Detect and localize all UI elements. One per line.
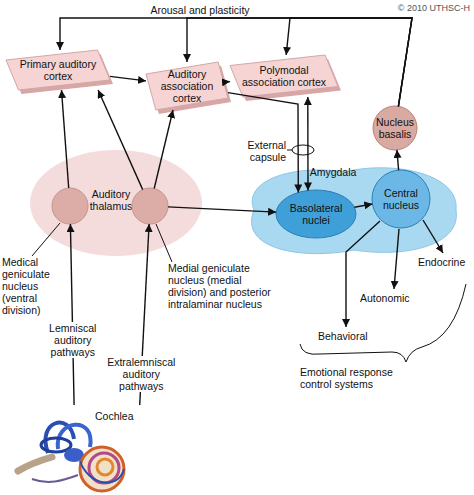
pathway-label: Lemniscal auditory pathways	[42, 322, 104, 358]
slab-face	[146, 62, 228, 110]
connector-arrow	[354, 204, 372, 207]
copyright-note: © 2010 UTHSC-H	[378, 3, 470, 14]
connector-arrow	[286, 18, 412, 106]
output-arrow	[423, 220, 443, 253]
node-text: Central nucleus	[374, 187, 428, 211]
text-holder: Primary auditory cortex	[6, 50, 110, 90]
text-holder: Polymodal association cortex	[230, 55, 338, 97]
semicircular-canal	[58, 425, 91, 449]
ellipse-outline	[373, 106, 417, 150]
text-holder: Basolateral nuclei	[276, 190, 356, 238]
connector-arrow	[228, 81, 230, 83]
cortex-slab: Auditory association cortex	[146, 62, 228, 110]
amygdala-region: AmygdalaBasolateral nucleiCentral nucleu…	[234, 160, 462, 258]
ear-canal	[18, 457, 52, 471]
nucleus-circle-outline	[132, 188, 168, 224]
leader-line	[287, 150, 292, 151]
connector-arrow	[168, 207, 276, 212]
leader-line	[156, 224, 172, 262]
cochlea-spiral	[97, 459, 113, 475]
connector-arrow	[62, 90, 69, 188]
node-text: Auditory association cortex	[151, 68, 223, 104]
leader-line	[32, 223, 60, 256]
ellipse-outline	[372, 170, 430, 228]
node-text: Polymodal association cortex	[236, 64, 332, 88]
connector-arrow	[187, 18, 412, 106]
cortex-slab: Polymodal association cortex	[230, 55, 338, 97]
pathway-label: Arousal and plasticity	[130, 4, 270, 16]
node-text: Cochlea	[95, 410, 145, 422]
pathway-label: Extralemniscal auditory pathways	[102, 356, 180, 392]
connector-arrow	[98, 90, 143, 190]
output-label: Behavioral	[318, 330, 378, 342]
connector-arrow	[110, 76, 146, 81]
blob-outline	[252, 168, 457, 254]
node-text: Medial geniculate nucleus (medial divisi…	[168, 262, 282, 310]
connector-arrow	[70, 224, 74, 405]
thalamus-ellipse: Auditory thalamusMedical geniculate nucl…	[30, 150, 202, 256]
nucleus-circle-outline	[52, 188, 88, 224]
node-text: Basolateral nuclei	[280, 202, 352, 226]
cochlea-spiral	[80, 447, 124, 491]
ellipse-outline	[132, 188, 168, 224]
bracket-label: Emotional response control systems	[300, 366, 420, 390]
nucleus-ellipse: Basolateral nuclei	[276, 190, 356, 238]
bracket	[300, 284, 466, 362]
output-arrow	[394, 229, 399, 289]
text-holder: Central nucleus	[372, 170, 430, 228]
ellipse-outline	[30, 150, 202, 256]
nucleus-circle: Central nucleus	[372, 170, 430, 228]
cortex-slab: Primary auditory cortex	[6, 50, 110, 90]
slab-face	[6, 50, 110, 90]
text-holder: Auditory association cortex	[146, 62, 228, 110]
structure-label: External capsule	[226, 139, 286, 163]
ellipse-outline	[276, 190, 356, 238]
connector-arrow	[307, 97, 309, 191]
semicircular-canal	[41, 438, 71, 452]
output-label: Endocrine	[418, 256, 474, 268]
cochlear-duct	[80, 461, 124, 483]
connector-arrow	[397, 150, 399, 170]
cochlea-illustration: Cochlea	[18, 405, 143, 493]
slab-face	[230, 55, 338, 97]
nucleus-circle: Nucleus basalis	[373, 106, 417, 150]
connector-arrow	[154, 110, 173, 189]
nucleus-circle: Medial geniculate nucleus (medial divisi…	[132, 188, 168, 224]
output-label: Autonomic	[360, 292, 420, 304]
text-holder: Nucleus basalis	[373, 106, 417, 150]
node-text: Nucleus basalis	[373, 116, 417, 140]
capsule-oval	[292, 145, 314, 155]
connector-arrow	[60, 18, 412, 106]
ellipse-outline	[52, 188, 88, 224]
node-text: Medical geniculate nucleus (ventral divi…	[2, 256, 68, 316]
node-text: Primary auditory cortex	[12, 58, 104, 82]
nucleus-circle: Medical geniculate nucleus (ventral divi…	[52, 188, 88, 224]
output-arrow	[346, 221, 380, 327]
auditory-nerve	[32, 475, 78, 482]
